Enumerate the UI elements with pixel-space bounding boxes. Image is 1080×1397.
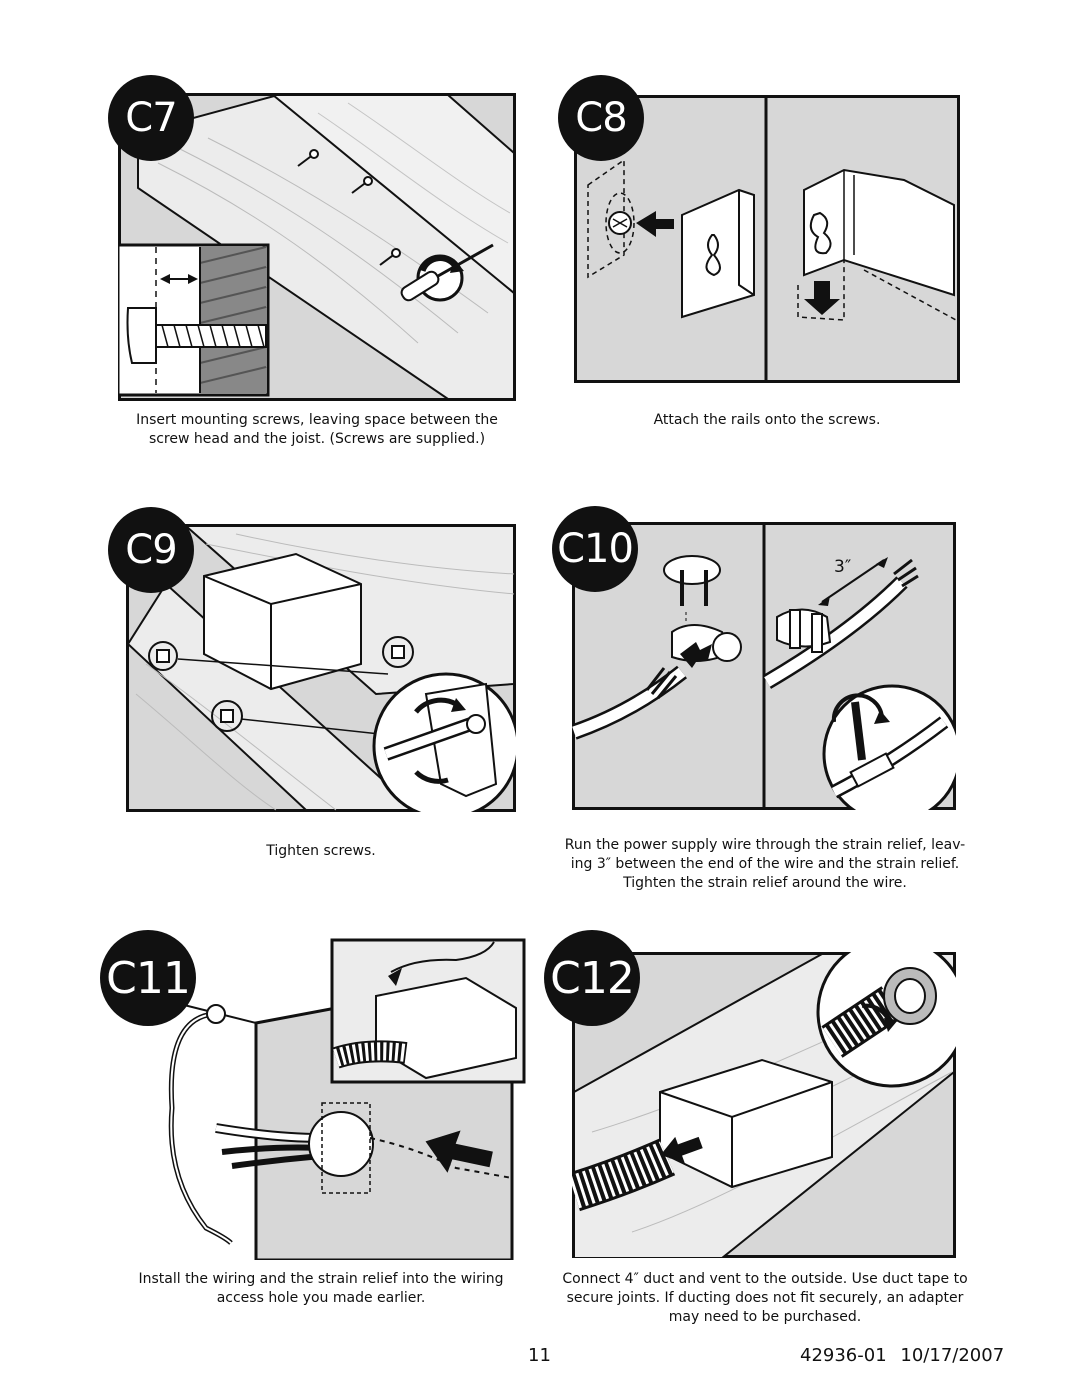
caption-line: Connect 4″ duct and vent to the outside.… [562,1271,968,1287]
step-label: C12 [550,952,635,1004]
illustration-c9 [126,524,516,812]
illustration-c12 [572,952,956,1258]
step-badge-c7: C7 [108,75,194,161]
caption-c8: Attach the rails onto the screws. [574,411,960,430]
caption-c10: Run the power supply wire through the st… [560,836,970,893]
step-badge-c11: C11 [100,930,196,1026]
caption-line: Run the power supply wire through the st… [564,837,966,853]
caption-c12: Connect 4″ duct and vent to the outside.… [560,1270,970,1327]
step-label: C7 [125,95,177,141]
caption-c7: Insert mounting screws, leaving space be… [118,411,516,449]
step-label: C9 [125,527,177,573]
caption-line: Insert mounting screws, leaving space be… [136,412,498,428]
caption-line: access hole you made earlier. [216,1290,426,1306]
caption-line: Install the wiring and the strain relief… [138,1271,504,1287]
caption-line: secure joints. If ducting does not fit s… [566,1290,964,1306]
measurement-label: 3″ [834,557,851,577]
caption-line: screw head and the joist. (Screws are su… [148,431,486,447]
caption-line: may need to be purchased. [668,1309,862,1325]
caption-line: Tighten screws. [266,843,376,859]
step-badge-c9: C9 [108,507,194,593]
page-number-text: 11 [528,1345,551,1366]
caption-line: Tighten the strain relief around the wir… [623,875,907,891]
step-label: C8 [575,95,627,141]
illustration-c11 [126,938,526,1260]
page-number: 11 [528,1345,551,1366]
illustration-c8 [574,95,960,383]
doc-id-text: 42936-01 [800,1345,887,1366]
illustration-c10: 3″ [572,522,956,810]
step-badge-c12: C12 [544,930,640,1026]
document-id: 42936-01 10/17/2007 [800,1345,1004,1366]
step-badge-c8: C8 [558,75,644,161]
caption-c9: Tighten screws. [126,842,516,861]
caption-line: ing 3″ between the end of the wire and t… [570,856,960,872]
step-label: C10 [557,526,634,572]
caption-line: Attach the rails onto the screws. [653,412,881,428]
step-badge-c10: C10 [552,506,638,592]
doc-date-text: 10/17/2007 [900,1345,1005,1366]
illustration-c7 [118,93,516,401]
step-label: C11 [106,952,191,1004]
caption-c11: Install the wiring and the strain relief… [126,1270,516,1308]
